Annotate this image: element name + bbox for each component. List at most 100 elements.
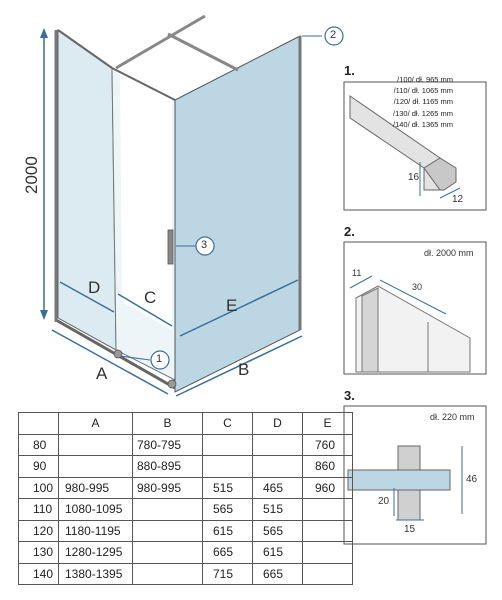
table-cell xyxy=(58,433,133,456)
table-header-cell: D xyxy=(252,412,303,435)
callout-1-leader xyxy=(119,355,151,361)
table-cell xyxy=(252,455,303,478)
table-cell: 1280-1295 xyxy=(58,541,133,564)
stabilizer-bar xyxy=(115,14,206,70)
table-cell: 465 xyxy=(252,476,303,499)
detail-2-dim-11 xyxy=(349,275,373,289)
detail-1-dim-12 xyxy=(439,187,461,199)
table-cell: 1380-1395 xyxy=(58,562,133,585)
detail-1-depth-label: 12 xyxy=(452,194,464,205)
detail-1-length-120: /120/ dł. 1165 mm xyxy=(393,97,454,107)
dimension-a-line xyxy=(51,329,169,395)
table-cell: 665 xyxy=(202,541,253,564)
dimensions-table: A B C D E 80 780-795 760 90 880-895 860 … xyxy=(18,412,353,585)
callout-1-label: 1 xyxy=(156,353,163,365)
callout-2-label: 2 xyxy=(330,29,337,41)
table-cell xyxy=(302,541,353,564)
dimension-d-line xyxy=(59,281,115,313)
table-header-cell: C xyxy=(202,412,253,435)
table-cell: 665 xyxy=(252,562,303,585)
table-cell: 130 xyxy=(18,541,59,564)
detail-1-length-110: /110/ dł. 1065 mm xyxy=(393,86,454,96)
detail-3-height-label: 46 xyxy=(466,474,478,485)
roller-icon-2 xyxy=(167,379,177,389)
table-row: 110 1080-1095 565 515 xyxy=(18,498,353,521)
table-row: 80 780-795 760 xyxy=(18,433,353,456)
arrow-down-icon xyxy=(40,310,48,320)
table-header-cell: A xyxy=(58,412,133,435)
detail-1-height-label: 16 xyxy=(408,172,420,183)
table-row: 90 880-895 860 xyxy=(18,455,353,478)
dimension-e-line xyxy=(179,279,299,337)
table-cell xyxy=(202,455,253,478)
arrow-up-icon xyxy=(40,28,48,38)
detail-1-length-100: /100/ dł. 965 mm xyxy=(397,75,454,84)
table-header-cell: E xyxy=(302,412,353,435)
table-cell xyxy=(132,562,203,585)
table-cell: 120 xyxy=(18,519,59,542)
roller-icon xyxy=(113,349,123,359)
detail-3-width-label: 15 xyxy=(404,524,416,535)
detail-3-glass xyxy=(347,469,451,491)
table-cell xyxy=(132,541,203,564)
table-cell: 715 xyxy=(202,562,253,585)
detail-1-lengths: /100/ dł. 965 mm /110/ dł. 1065 mm /120/… xyxy=(393,74,453,130)
table-cell: 1080-1095 xyxy=(58,498,133,521)
detail-2-length-label: 30 xyxy=(412,282,423,292)
dimension-b-line xyxy=(175,335,303,397)
callout-2-circle xyxy=(324,26,344,46)
table-row: 100 980-995 980-995 515 465 960 xyxy=(18,476,353,499)
table-cell: 980-995 xyxy=(132,476,203,499)
dimension-e-label: E xyxy=(226,296,238,315)
detail-2-number: 2. xyxy=(344,224,355,239)
table-cell: 515 xyxy=(202,476,253,499)
table-cell xyxy=(202,433,253,456)
table-cell: 980-995 xyxy=(58,476,133,499)
detail-2-length: dł. 2000 mm xyxy=(424,248,474,258)
table-cell: 615 xyxy=(252,541,303,564)
height-label: 2000 xyxy=(22,156,41,194)
table-cell: 80 xyxy=(18,433,59,456)
door-handle xyxy=(167,229,174,265)
detail-1-number: 1. xyxy=(344,63,355,78)
table-cell: 860 xyxy=(302,455,353,478)
callout-3-circle xyxy=(195,236,215,256)
detail-2-profile xyxy=(355,285,471,373)
table-cell: 780-795 xyxy=(132,433,203,456)
table-row: 120 1180-1195 615 565 xyxy=(18,519,353,542)
table-cell xyxy=(302,498,353,521)
table-header-cell xyxy=(18,412,59,435)
detail-1-length-140: /140/ dł. 1365 mm xyxy=(393,119,454,129)
table-cell: 90 xyxy=(18,455,59,478)
table-cell: 960 xyxy=(302,476,353,499)
table-cell: 565 xyxy=(252,519,303,542)
stabilizer-bar-2 xyxy=(167,32,239,72)
door-inner-strip xyxy=(120,72,172,330)
dimension-d-label: D xyxy=(88,278,101,297)
table-cell xyxy=(302,562,353,585)
top-rail-left xyxy=(57,29,113,69)
detail-2-width-label: 11 xyxy=(352,268,362,278)
table-cell: 615 xyxy=(202,519,253,542)
table-cell xyxy=(132,498,203,521)
callout-3-label: 3 xyxy=(201,239,208,251)
table-cell xyxy=(132,519,203,542)
table-cell: 760 xyxy=(302,433,353,456)
detail-1-length-130: /130/ dł. 1265 mm xyxy=(393,108,454,118)
table-cell: 880-895 xyxy=(132,455,203,478)
detail-1-profile-end xyxy=(423,157,457,191)
table-row: 130 1280-1295 665 615 xyxy=(18,541,353,564)
table-header-row: A B C D E xyxy=(18,412,353,435)
detail-3-length: dł. 220 mm xyxy=(430,412,475,422)
top-rail xyxy=(111,67,176,101)
dimension-c-line xyxy=(117,293,173,327)
table-row: 140 1380-1395 715 665 xyxy=(18,562,353,585)
detail-2-dim-30 xyxy=(379,279,447,315)
dimension-c-label: C xyxy=(144,288,157,307)
table-cell: 140 xyxy=(18,562,59,585)
callout-1-circle xyxy=(150,350,170,370)
table-cell: 100 xyxy=(18,476,59,499)
detail-3-small-label: 20 xyxy=(378,496,390,507)
detail-3-number: 3. xyxy=(344,388,355,403)
